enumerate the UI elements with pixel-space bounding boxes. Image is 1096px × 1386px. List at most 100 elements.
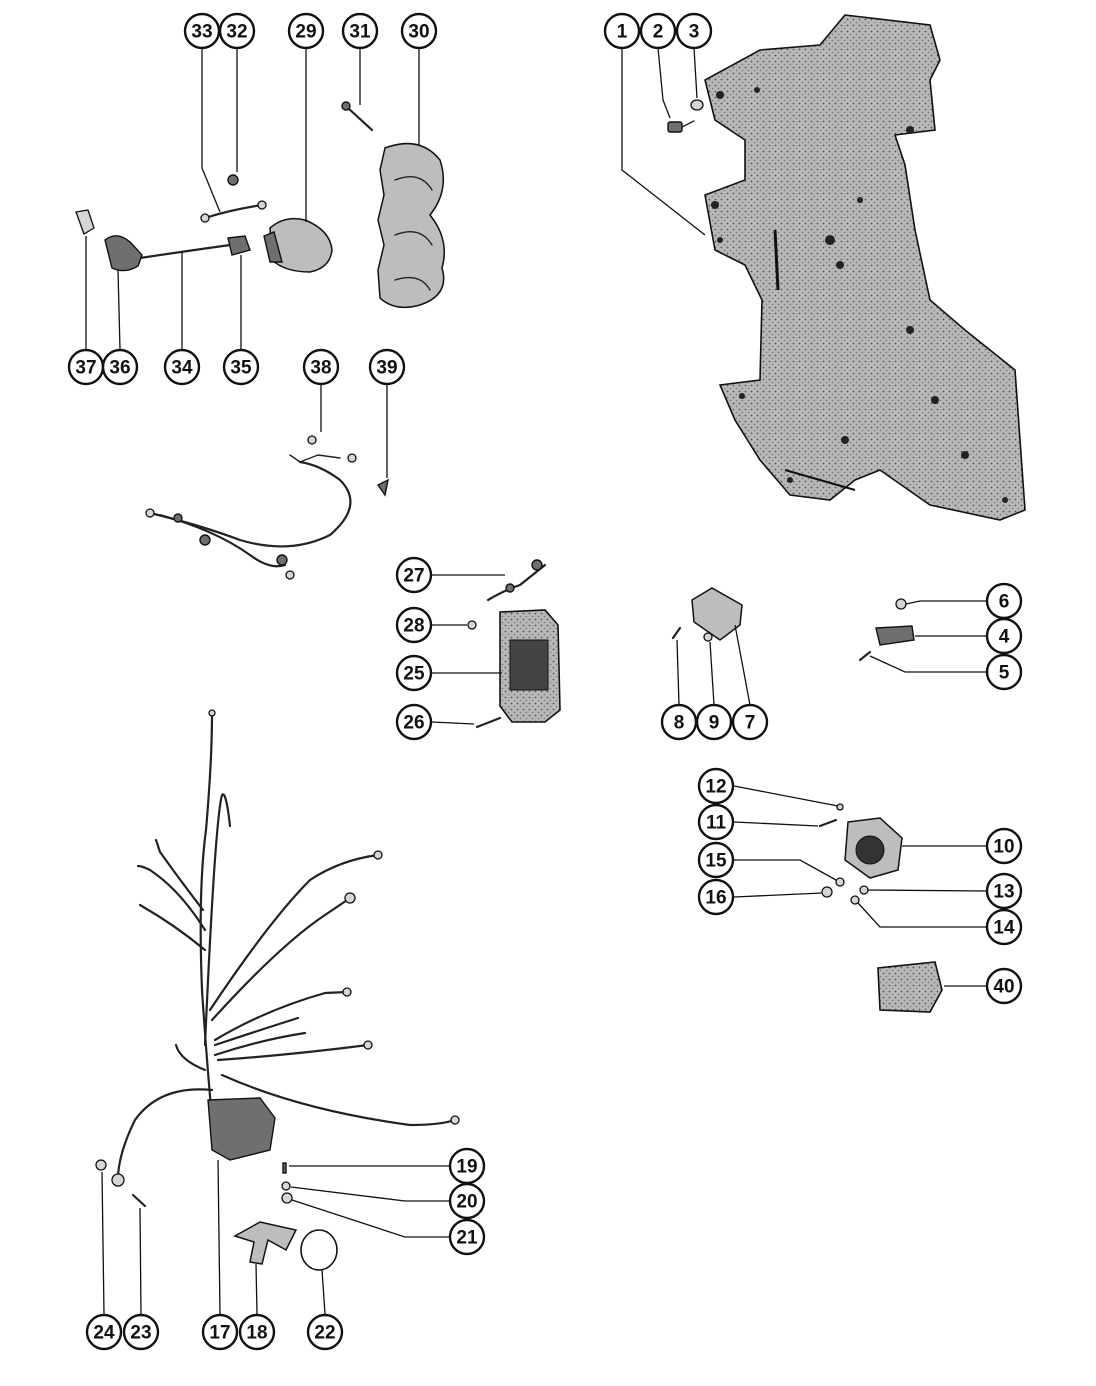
svg-text:28: 28 [403, 616, 424, 637]
svg-text:29: 29 [295, 22, 316, 43]
nut-part-16 [821, 886, 833, 898]
callout-23: 23 [122, 1313, 160, 1351]
callout-4: 4 [985, 617, 1023, 655]
svg-text:34: 34 [171, 358, 193, 379]
main-wiring-harness-part-17 [111, 709, 460, 1187]
callout-39: 39 [368, 348, 406, 386]
svg-text:38: 38 [310, 358, 331, 379]
svg-text:17: 17 [209, 1323, 230, 1344]
callout-37: 37 [67, 348, 105, 386]
callout-40: 40 [985, 967, 1023, 1005]
svg-text:10: 10 [993, 837, 1014, 858]
callout-38: 38 [302, 348, 340, 386]
svg-text:36: 36 [109, 358, 130, 379]
svg-text:14: 14 [993, 918, 1015, 939]
callout-31: 31 [341, 12, 379, 50]
svg-text:4: 4 [999, 627, 1010, 648]
washer-part-3 [690, 99, 704, 111]
pin-part-19 [282, 1162, 287, 1174]
spark-plug-wire-part-34 [138, 243, 232, 260]
nut-part-28 [467, 620, 477, 630]
washer-part-13 [859, 885, 869, 895]
svg-text:6: 6 [999, 592, 1010, 613]
callout-7: 7 [731, 703, 769, 741]
ground-strap-part-33 [200, 200, 267, 223]
callout-24: 24 [85, 1313, 123, 1351]
callout-5: 5 [985, 653, 1023, 691]
svg-text:3: 3 [689, 22, 700, 43]
boot-part-35 [227, 235, 251, 256]
leader-lines [85, 47, 987, 1315]
screw-part-5 [858, 650, 872, 662]
nut-part-14 [850, 895, 860, 905]
svg-text:35: 35 [230, 358, 252, 379]
callout-9: 9 [695, 703, 733, 741]
svg-text:8: 8 [674, 713, 685, 734]
callout-17: 17 [201, 1313, 239, 1351]
callout-13: 13 [985, 872, 1023, 910]
callout-6: 6 [985, 582, 1023, 620]
callout-22: 22 [306, 1313, 344, 1351]
plug-boot-part-36 [104, 235, 143, 272]
screw-part-8 [671, 626, 682, 640]
svg-text:15: 15 [705, 851, 727, 872]
svg-text:31: 31 [349, 22, 371, 43]
callout-2: 2 [639, 12, 677, 50]
callout-32: 32 [218, 12, 256, 50]
wire-link-part-27 [486, 559, 547, 602]
svg-text:22: 22 [314, 1323, 335, 1344]
svg-text:9: 9 [709, 713, 720, 734]
screw-part-31 [341, 101, 374, 132]
rectifier-part-7 [691, 587, 743, 641]
callout-12: 12 [697, 767, 735, 805]
callout-36: 36 [101, 348, 139, 386]
terminal-block-part-4 [875, 625, 915, 646]
callout-11: 11 [697, 803, 735, 841]
svg-text:18: 18 [246, 1323, 267, 1344]
callout-16: 16 [697, 878, 735, 916]
callout-19: 19 [448, 1147, 486, 1185]
svg-text:37: 37 [75, 358, 96, 379]
callout-10: 10 [985, 827, 1023, 865]
switch-box-part-25 [499, 609, 561, 723]
wiring-harness-part-38 [145, 435, 357, 580]
mounting-plate-part [704, 14, 1026, 521]
clamp-part-18 [233, 1221, 298, 1265]
callout-18: 18 [238, 1313, 276, 1351]
svg-text:13: 13 [993, 882, 1014, 903]
washer-part-9 [703, 632, 713, 642]
screw-part-23 [131, 1193, 147, 1208]
svg-text:33: 33 [191, 22, 212, 43]
callout-29: 29 [287, 12, 325, 50]
svg-text:26: 26 [403, 713, 424, 734]
nut-part-12 [836, 803, 844, 811]
nut-part-6 [895, 598, 907, 610]
svg-text:27: 27 [403, 566, 424, 587]
starter-solenoid-part-10 [844, 817, 903, 879]
washer-part-21 [281, 1192, 293, 1204]
callout-1: 1 [603, 12, 641, 50]
svg-text:2: 2 [653, 22, 664, 43]
callout-15: 15 [697, 841, 735, 879]
callout-20: 20 [448, 1182, 486, 1220]
callout-28: 28 [395, 606, 433, 644]
callout-27: 27 [395, 556, 433, 594]
bolt-part-2 [667, 120, 695, 133]
nut-part-32 [227, 174, 239, 186]
callout-3: 3 [675, 12, 713, 50]
svg-text:21: 21 [456, 1228, 478, 1249]
callout-25: 25 [395, 654, 433, 692]
callout-26: 26 [395, 703, 433, 741]
callout-21: 21 [448, 1218, 486, 1256]
washer-part-15 [835, 877, 845, 887]
callout-8: 8 [660, 703, 698, 741]
svg-text:25: 25 [403, 664, 425, 685]
spark-plug-cap-part-37 [75, 209, 95, 235]
svg-text:23: 23 [130, 1323, 151, 1344]
svg-text:12: 12 [705, 777, 726, 798]
callout-14: 14 [985, 908, 1023, 946]
svg-text:30: 30 [408, 22, 429, 43]
svg-text:7: 7 [745, 713, 756, 734]
svg-text:11: 11 [706, 813, 727, 834]
